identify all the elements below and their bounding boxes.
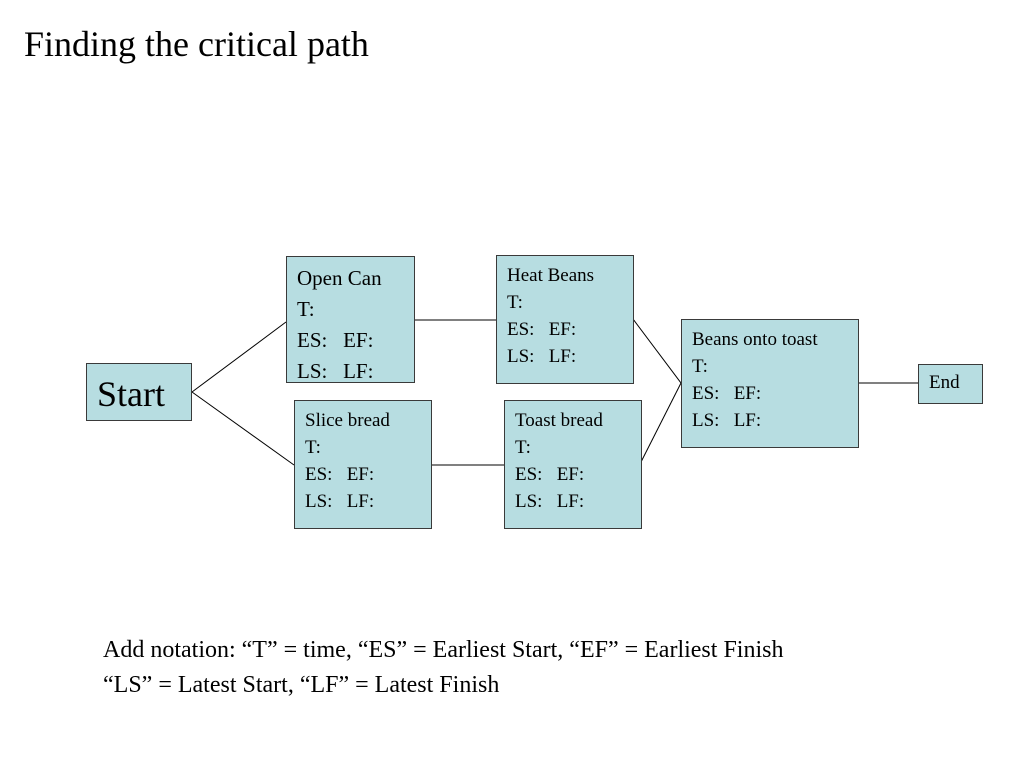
edge-start-slice-bread [191,391,295,466]
beans-onto-toast-ef: EF: [733,383,762,404]
open-can-ef: EF: [343,328,374,352]
slice-bread-es: ES: [305,464,333,485]
beans-onto-toast-lf: LF: [733,410,762,431]
notation-line-2: “LS” = Latest Start, “LF” = Latest Finis… [103,672,500,698]
edge-heat-beans-beans-onto-toast [632,318,682,384]
end-label: End [929,372,960,393]
beans-onto-toast-time: T: [692,356,708,377]
toast-bread-earliest-row: ES: EF: [515,461,641,488]
notation-line-1: Add notation: “T” = time, “ES” = Earlies… [103,637,784,663]
slide-title: Finding the critical path [24,24,369,64]
heat-beans-ef: EF: [548,319,577,340]
beans-onto-toast-node: Beans onto toast T: ES: EF: LS: LF: [681,319,859,448]
start-node: Start [86,363,192,421]
beans-onto-toast-es: ES: [692,383,720,404]
open-can-es: ES: [297,328,328,352]
toast-bread-time: T: [515,437,531,458]
notation-text: Add notation: “T” = time, “ES” = Earlies… [103,633,783,703]
beans-onto-toast-latest-row: LS: LF: [692,407,858,434]
beans-onto-toast-earliest-row: ES: EF: [692,380,858,407]
toast-bread-label: Toast bread [515,410,603,431]
slice-bread-label: Slice bread [305,410,390,431]
open-can-latest-row: LS: LF: [297,356,414,387]
slice-bread-lf: LF: [346,491,375,512]
end-node: End [918,364,983,404]
edge-toast-bread-beans-onto-toast [640,382,682,463]
heat-beans-lf: LF: [548,346,577,367]
toast-bread-es: ES: [515,464,543,485]
toast-bread-lf: LF: [556,491,585,512]
toast-bread-ls: LS: [515,491,543,512]
slice-bread-ls: LS: [305,491,333,512]
slice-bread-earliest-row: ES: EF: [305,461,431,488]
open-can-time: T: [297,297,315,321]
edge-start-open-can [191,321,287,393]
toast-bread-ef: EF: [556,464,585,485]
slice-bread-ef: EF: [346,464,375,485]
heat-beans-label: Heat Beans [507,265,595,286]
heat-beans-ls: LS: [507,346,535,367]
start-label: Start [97,374,165,414]
heat-beans-node: Heat Beans T: ES: EF: LS: LF: [496,255,634,384]
beans-onto-toast-label: Beans onto toast [692,329,818,350]
heat-beans-es: ES: [507,319,535,340]
slice-bread-time: T: [305,437,321,458]
open-can-ls: LS: [297,359,328,383]
open-can-earliest-row: ES: EF: [297,325,414,356]
heat-beans-latest-row: LS: LF: [507,343,633,370]
heat-beans-earliest-row: ES: EF: [507,316,633,343]
toast-bread-node: Toast bread T: ES: EF: LS: LF: [504,400,642,529]
beans-onto-toast-ls: LS: [692,410,720,431]
slice-bread-latest-row: LS: LF: [305,488,431,515]
open-can-lf: LF: [343,359,374,383]
open-can-label: Open Can [297,266,382,290]
toast-bread-latest-row: LS: LF: [515,488,641,515]
slice-bread-node: Slice bread T: ES: EF: LS: LF: [294,400,432,529]
heat-beans-time: T: [507,292,523,313]
open-can-node: Open Can T: ES: EF: LS: LF: [286,256,415,383]
